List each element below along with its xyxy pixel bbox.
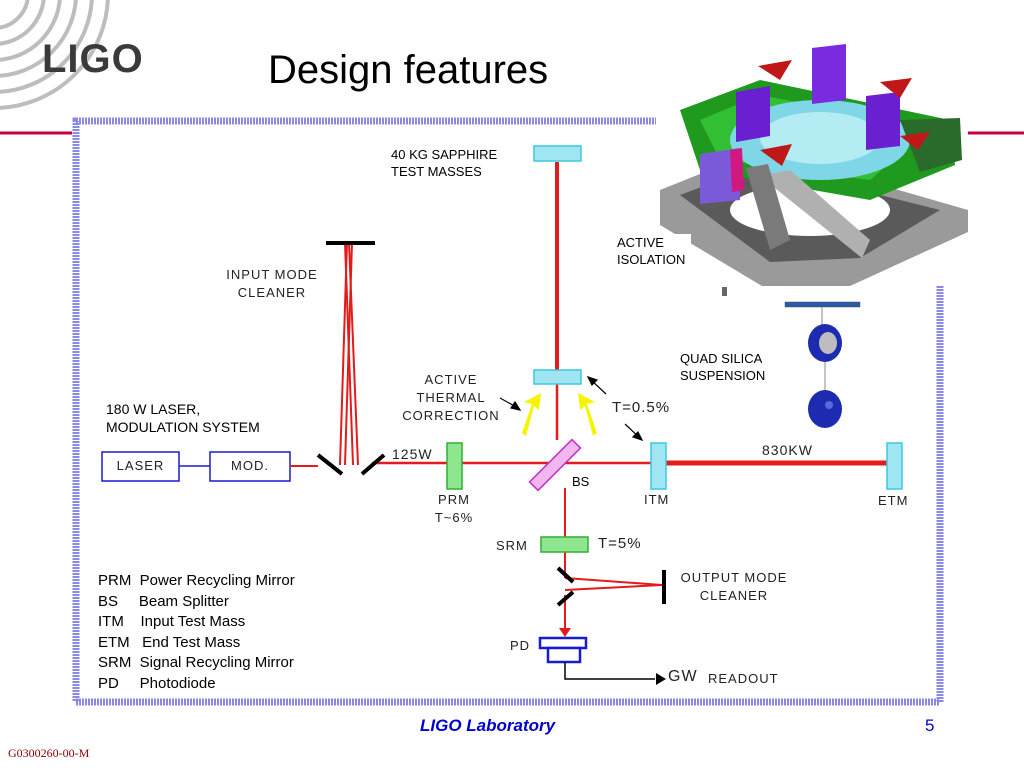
ligo-logo: LIGO: [42, 37, 144, 81]
output-mode-cleaner-label: OUTPUT MODE CLEANER: [668, 569, 800, 605]
mod-box-label: MOD.: [231, 458, 269, 473]
beam-paths: [339, 162, 888, 632]
itm-transmission-label: T=0.5%: [612, 399, 671, 416]
pd-label: PD: [510, 638, 531, 653]
legend-item: ETM End Test Mass: [98, 633, 241, 651]
prm-mirror: [446, 442, 463, 490]
active-thermal-label: ACTIVE THERMAL CORRECTION: [398, 371, 504, 425]
etm-mirror: [886, 442, 903, 490]
active-isolation-label: ACTIVE ISOLATION: [617, 234, 692, 268]
legend-item: PD Photodiode: [98, 674, 216, 692]
input-mode-cleaner-label: INPUT MODE CLEANER: [216, 266, 328, 302]
quad-suspension-label: QUAD SILICA SUSPENSION: [680, 350, 765, 384]
footer-lab-name: LIGO Laboratory: [420, 716, 556, 735]
readout-arrowhead: [656, 673, 666, 685]
readout-label: READOUT: [708, 671, 779, 686]
optics: [446, 145, 903, 553]
legend-item: BS Beam Splitter: [98, 592, 229, 610]
beam-splitter: [528, 438, 582, 492]
laser-system-label: 180 W LASER, MODULATION SYSTEM: [106, 400, 260, 436]
active-isolation-line1: ACTIVE: [617, 235, 664, 250]
quad-line2: SUSPENSION: [680, 368, 766, 383]
bs-label: BS: [572, 474, 590, 489]
active-isolation-line2: ISOLATION: [617, 252, 686, 267]
power-125w-label: 125W: [392, 446, 433, 462]
laser-system-line2: MODULATION SYSTEM: [106, 419, 260, 435]
itm-mirror: [650, 442, 667, 490]
power-830kw-label: 830KW: [762, 442, 813, 458]
test-masses-label-line2: TEST MASSES: [391, 164, 482, 179]
laser-system-line1: 180 W LASER,: [106, 401, 201, 417]
gw-label: GW: [668, 668, 698, 685]
legend-item: SRM Signal Recycling Mirror: [98, 654, 294, 671]
photodiode: [538, 636, 588, 664]
imc-label-line2: CLEANER: [237, 285, 307, 300]
legend-item: ITM Input Test Mass: [98, 613, 246, 630]
pd-arrowhead: [559, 628, 571, 637]
quad-line1: QUAD SILICA: [680, 351, 763, 366]
atc-line1: ACTIVE: [424, 372, 478, 387]
page-number: 5: [925, 716, 935, 735]
thermal-correction-arrows: [522, 393, 597, 436]
laser-box: [101, 451, 180, 482]
atc-line3: CORRECTION: [402, 408, 500, 423]
quad-suspension-image: [722, 287, 861, 428]
test-masses-label-line1: 40 KG SAPPHIRE: [391, 147, 498, 162]
document-id: G0300260-00-M: [8, 746, 90, 760]
slide-title: Design features: [268, 48, 549, 92]
legend-item: PRM Power Recycling Mirror: [98, 572, 295, 589]
omc-line2: CLEANER: [699, 588, 769, 603]
callout-arrows: [499, 375, 644, 442]
itm-label: ITM: [644, 492, 670, 507]
etm-label: ETM: [878, 493, 909, 508]
readout-line: [564, 662, 655, 680]
mode-cleaner-mirrors: [316, 241, 666, 607]
prm-line2: T~6%: [434, 510, 474, 525]
srm-transmission-label: T=5%: [598, 535, 642, 552]
laser-box-label: LASER: [116, 458, 165, 473]
imc-label-line1: INPUT MODE: [226, 267, 318, 282]
prm-line1: PRM: [438, 492, 470, 507]
atc-line2: THERMAL: [416, 390, 486, 405]
srm-mirror: [540, 536, 589, 553]
srm-label: SRM: [496, 538, 528, 553]
omc-line1: OUTPUT MODE: [680, 570, 788, 585]
abbreviation-legend: PRM Power Recycling Mirror BS Beam Split…: [98, 571, 295, 694]
prm-label: PRM T~6%: [428, 491, 480, 527]
test-masses-label: 40 KG SAPPHIRE TEST MASSES: [391, 146, 497, 180]
etm-y-mirror: [533, 145, 582, 162]
itm-y-mirror: [533, 369, 582, 385]
isolation-platform-image: [656, 8, 968, 286]
